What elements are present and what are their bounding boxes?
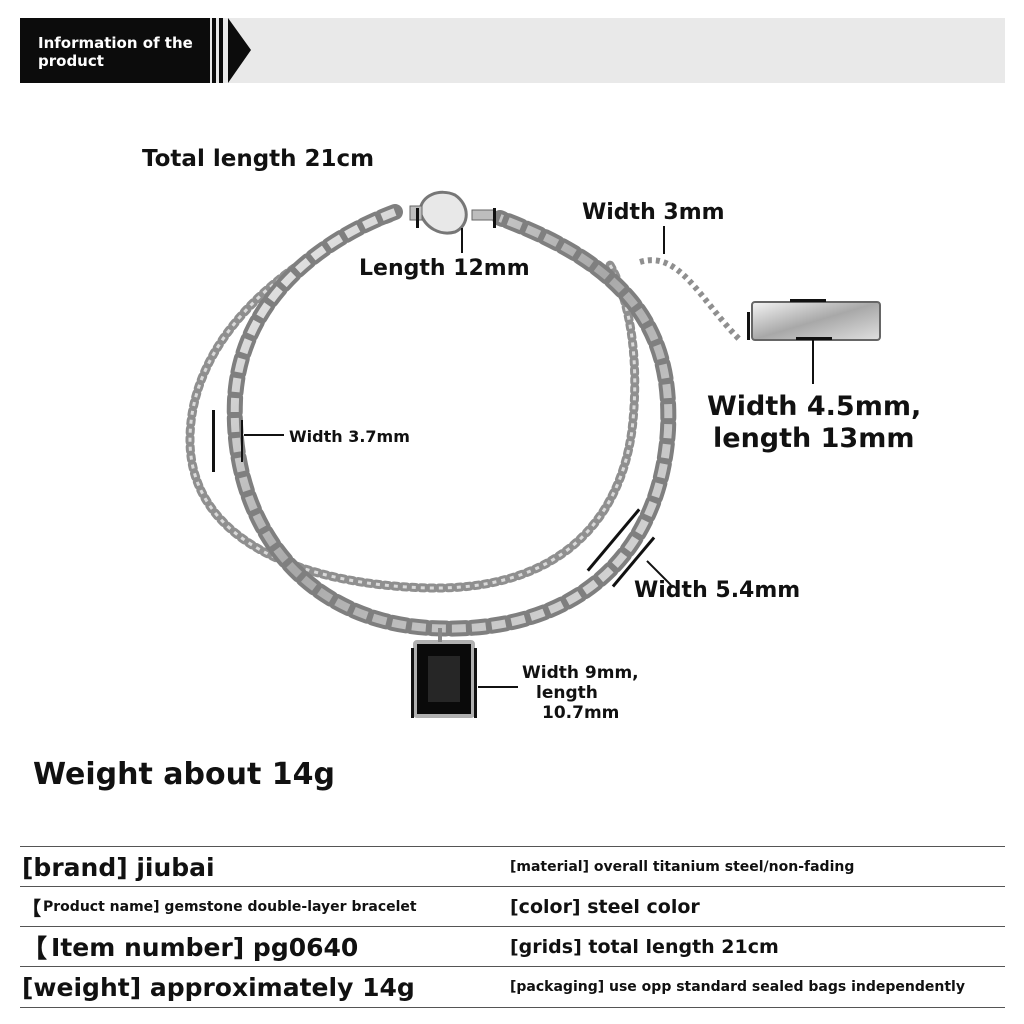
measure-mark [474,648,477,718]
spec-row: 【 Item number] pg0640 [grids] total leng… [20,926,1005,967]
bracket-mark: 【 [22,897,42,920]
header-arrow-icon [228,18,251,83]
measure-mark [241,420,243,462]
measure-mark [411,648,414,718]
clasp-length-label: Length 12mm [359,256,530,281]
measure-mark [244,434,284,436]
spec-grids: [grids] total length 21cm [510,936,779,958]
gem-size-label-3: 10.7mm [542,703,620,723]
weight-title: Weight about 14g [33,757,335,792]
header-title: Information of the product [38,34,193,70]
spec-item-number: 【 Item number] pg0640 [22,927,358,967]
tag-size-label-2: length 13mm [713,423,915,454]
measure-mark [790,299,826,302]
spec-packaging: [packaging] use opp standard sealed bags… [510,979,965,995]
measure-mark [461,228,463,253]
spec-product-name: 【 Product name] gemstone double-layer br… [22,887,417,927]
bracket-mark: 【 [22,934,48,963]
spec-brand: [brand] jiubai [22,852,215,882]
measure-mark [212,410,215,472]
total-length-label: Total length 21cm [142,146,375,172]
gem-size-label-1: Width 9mm, [522,663,639,683]
measure-mark [812,340,814,384]
spec-row: [brand] jiubai [material] overall titani… [20,846,1005,887]
spec-color: [color] steel color [510,896,700,918]
measure-mark [416,208,419,228]
tag-size-label-1: Width 4.5mm, [707,391,922,422]
spec-weight: [weight] approximately 14g [22,972,415,1002]
measure-mark [747,312,750,340]
spec-row: 【 Product name] gemstone double-layer br… [20,886,1005,927]
measure-mark [663,226,665,254]
spec-product-name-text: Product name] gemstone double-layer brac… [43,899,417,915]
lobster-clasp [418,190,468,235]
figaro-width-label: Width 3.7mm [289,427,410,446]
extension-chain [639,257,743,343]
measure-mark [478,686,518,688]
chain-width-label: Width 3mm [582,200,725,225]
header-label-block [20,18,210,83]
spec-material: [material] overall titanium steel/non-fa… [510,859,855,875]
measure-mark [796,337,832,340]
spec-row: [weight] approximately 14g [packaging] u… [20,966,1005,1008]
gem-size-label-2: length [536,683,598,703]
header-stripe [212,18,216,83]
measure-mark [493,208,496,228]
outer-width-label: Width 5.4mm [634,578,801,603]
header-stripe [219,18,223,83]
end-tag [751,301,881,341]
spec-item-number-text: Item number] pg0640 [51,932,359,962]
